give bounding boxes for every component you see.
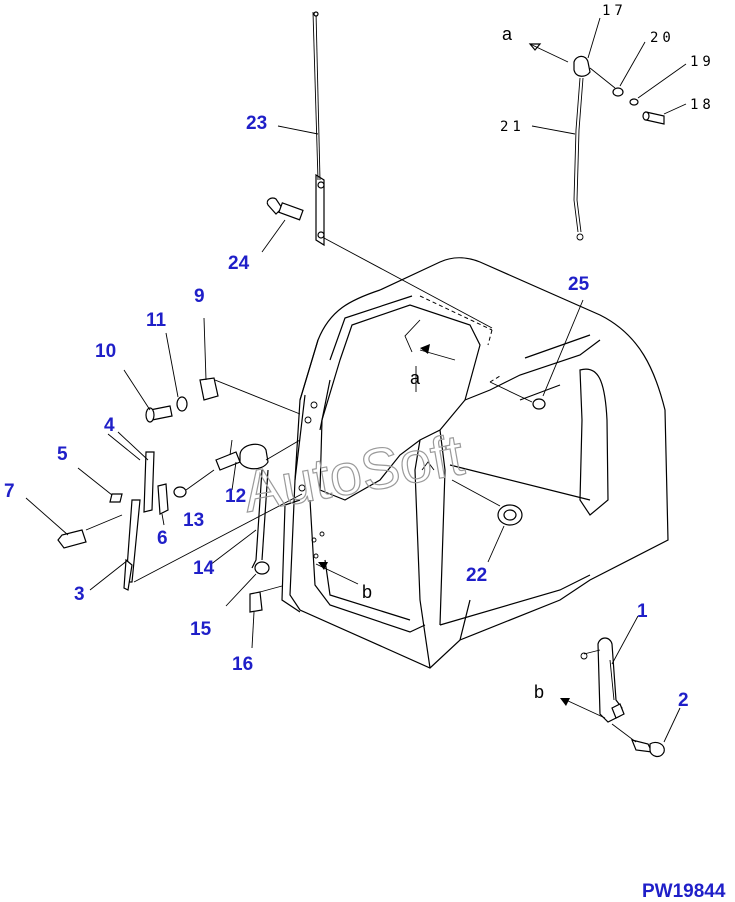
callout-10: 10 (95, 341, 116, 362)
leader-lines (89, 125, 319, 591)
antenna-assembly (312, 11, 493, 346)
callout-1: 1 (637, 601, 648, 622)
callout-19: 19 (690, 54, 715, 70)
callout-23: 23 (246, 113, 267, 134)
bolt-24 (261, 197, 304, 253)
callout-12: 12 (225, 486, 246, 507)
bracket-detail (560, 615, 681, 758)
callouts: 1 2 3 4 5 6 7 9 10 11 12 13 14 15 16 22 … (4, 113, 689, 711)
callout-25: 25 (568, 274, 590, 295)
callout-9: 9 (194, 286, 205, 307)
callout-24: 24 (228, 253, 250, 274)
callout-4: 4 (104, 415, 115, 436)
callout-3: 3 (74, 584, 85, 605)
view-letter-b-detail: b (534, 682, 544, 702)
drawing-code: PW19844 (642, 881, 726, 902)
callout-16: 16 (232, 654, 253, 675)
view-letter-a-detail: a (502, 24, 513, 44)
callout-18: 18 (690, 97, 715, 113)
callout-6: 6 (157, 528, 168, 549)
callout-17: 17 (602, 3, 627, 19)
callout-11: 11 (146, 310, 167, 331)
callout-22: 22 (466, 565, 487, 586)
callout-14: 14 (193, 558, 215, 579)
detail-callouts: 17 18 19 20 21 (500, 3, 715, 135)
callout-21: 21 (500, 119, 525, 135)
callout-13: 13 (183, 510, 204, 531)
callout-5: 5 (57, 444, 68, 465)
harness-detail (528, 17, 687, 241)
view-letter-a-cab: a (410, 368, 421, 388)
wiper-assembly (25, 317, 318, 649)
callout-20: 20 (650, 30, 675, 46)
view-letter-b-cab: b (362, 582, 372, 602)
clip-25 (489, 299, 584, 410)
watermark: AutoSoft (238, 422, 468, 525)
cab-body (281, 257, 669, 669)
callout-2: 2 (678, 690, 689, 711)
view-markers (311, 319, 456, 585)
callout-15: 15 (190, 619, 212, 640)
callout-7: 7 (4, 481, 15, 502)
grommet-22 (451, 479, 523, 563)
